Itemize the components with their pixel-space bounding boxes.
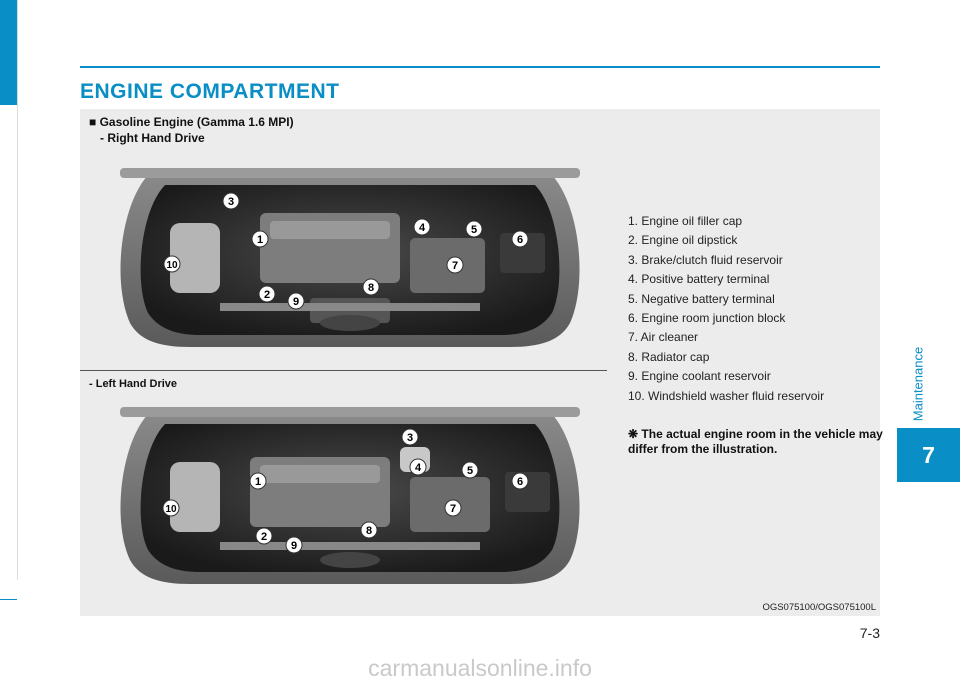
callout-lhd-4: 4 — [409, 458, 427, 476]
engine-heading: ■ Gasoline Engine (Gamma 1.6 MPI) - Righ… — [89, 114, 294, 146]
component-legend: 1. Engine oil filler cap 2. Engine oil d… — [628, 212, 824, 406]
engine-bay-lhd-illustration — [120, 407, 580, 584]
callout-rhd-5: 5 — [465, 220, 483, 238]
callouts-lhd: 3 4 5 6 1 10 7 8 2 9 — [162, 428, 529, 554]
legend-item: 1. Engine oil filler cap — [628, 214, 743, 228]
legend-item: 6. Engine room junction block — [628, 310, 786, 325]
callout-lhd-7: 7 — [444, 499, 462, 517]
engine-heading-line1: ■ Gasoline Engine (Gamma 1.6 MPI) — [89, 115, 294, 129]
callout-lhd-6: 6 — [511, 472, 529, 490]
note-symbol-icon: ❋ — [628, 427, 639, 441]
note-text: The actual engine room in the vehicle ma… — [628, 427, 883, 456]
engine-heading-line2: - Right Hand Drive — [100, 131, 205, 145]
legend-item: 5. Negative battery terminal — [628, 291, 775, 306]
legend-item: 2. Engine oil dipstick — [628, 233, 738, 248]
callouts-rhd: 3 1 10 2 9 8 4 7 5 6 — [163, 192, 529, 310]
callout-lhd-8: 8 — [360, 521, 378, 539]
svg-text:6: 6 — [517, 476, 523, 488]
svg-text:4: 4 — [419, 222, 426, 234]
callout-lhd-1: 1 — [249, 472, 267, 490]
svg-text:1: 1 — [257, 234, 263, 246]
svg-text:3: 3 — [228, 196, 234, 208]
svg-text:8: 8 — [366, 525, 372, 537]
legend-item: 8. Radiator cap — [628, 349, 710, 364]
svg-text:10: 10 — [165, 504, 177, 515]
callout-rhd-6: 6 — [511, 230, 529, 248]
watermark-text: carmanualsonline.info — [368, 655, 592, 681]
callout-rhd-4: 4 — [413, 218, 431, 236]
svg-text:10: 10 — [166, 260, 178, 271]
svg-text:5: 5 — [471, 224, 477, 236]
callout-rhd-3: 3 — [222, 192, 240, 210]
title-rule — [80, 66, 880, 68]
callout-rhd-2: 2 — [258, 285, 276, 303]
lhd-subheading: - Left Hand Drive — [89, 378, 178, 390]
callout-rhd-8: 8 — [362, 278, 380, 296]
svg-text:9: 9 — [293, 296, 299, 308]
svg-text:7: 7 — [452, 260, 458, 272]
page-number: 7-3 — [859, 625, 880, 641]
section-side-label: Maintenance — [910, 346, 926, 422]
legend-item: 10. Windshield washer fluid reservoir — [628, 388, 825, 403]
panel-divider — [80, 370, 607, 371]
left-footer-rule — [0, 599, 17, 600]
svg-text:8: 8 — [368, 282, 374, 294]
legend-item: 7. Air cleaner — [628, 330, 699, 345]
chapter-tab: 7 — [897, 428, 960, 482]
svg-text:5: 5 — [467, 465, 473, 477]
callout-lhd-5: 5 — [461, 461, 479, 479]
callout-rhd-10: 10 — [163, 255, 181, 273]
engine-bay-rhd-illustration — [120, 168, 580, 347]
svg-text:3: 3 — [407, 432, 413, 444]
svg-text:7: 7 — [450, 503, 456, 515]
svg-text:1: 1 — [255, 476, 261, 488]
legend-item: 4. Positive battery terminal — [628, 272, 770, 287]
illustration-note: ❋ The actual engine room in the vehicle … — [628, 427, 884, 457]
left-accent-bar — [0, 0, 17, 105]
image-caption: OGS075100/OGS075100L — [762, 602, 876, 613]
svg-text:4: 4 — [415, 462, 422, 474]
legend-item: 3. Brake/clutch fluid reservoir — [628, 252, 783, 267]
callout-rhd-7: 7 — [446, 256, 464, 274]
page-title: ENGINE COMPARTMENT — [80, 80, 340, 103]
callout-rhd-9: 9 — [287, 292, 305, 310]
svg-text:2: 2 — [261, 531, 267, 543]
callout-lhd-3: 3 — [401, 428, 419, 446]
svg-text:2: 2 — [264, 289, 270, 301]
svg-text:6: 6 — [517, 234, 523, 246]
callout-rhd-1: 1 — [251, 230, 269, 248]
callout-lhd-2: 2 — [255, 527, 273, 545]
legend-item: 9. Engine coolant reservoir — [628, 369, 771, 384]
callout-lhd-10: 10 — [162, 499, 180, 517]
svg-text:9: 9 — [291, 540, 297, 552]
callout-lhd-9: 9 — [285, 536, 303, 554]
left-margin-line — [17, 0, 18, 580]
